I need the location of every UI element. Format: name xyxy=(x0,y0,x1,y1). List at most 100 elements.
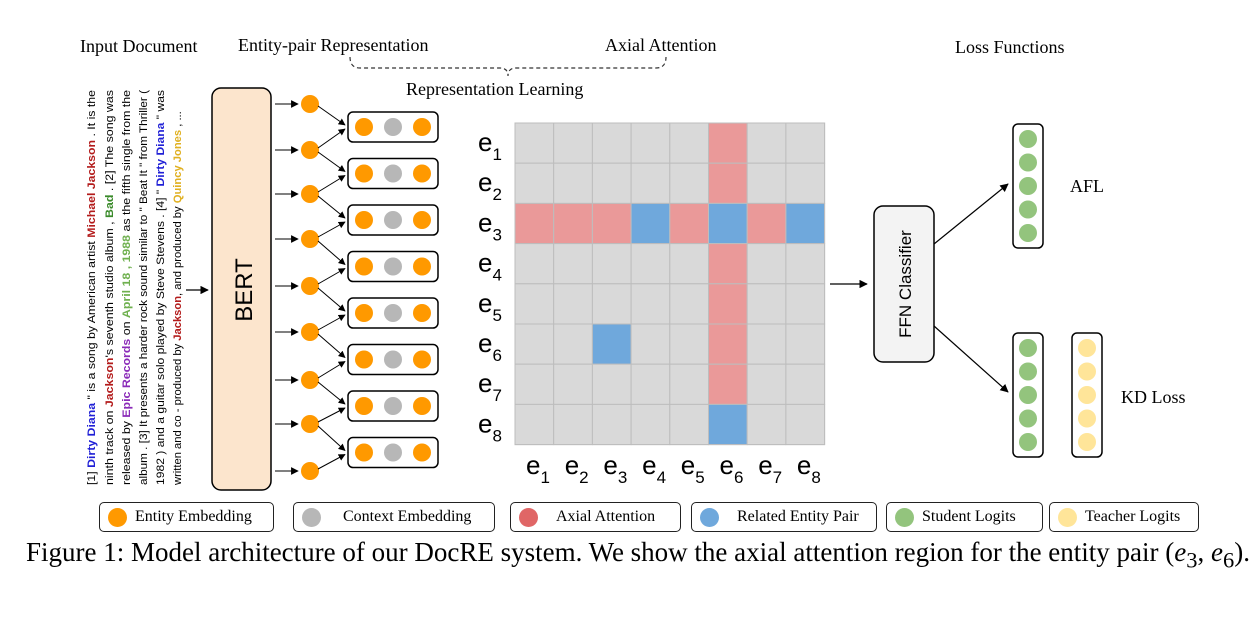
matrix-cell xyxy=(514,243,555,285)
col-label-base: e xyxy=(603,450,617,480)
afl-student-logits-dot xyxy=(1019,153,1037,172)
col-label-sub: 3 xyxy=(618,468,627,487)
document-text-segment: , and produced by xyxy=(172,203,184,296)
axial-attention-matrix xyxy=(514,122,826,446)
document-text-segment: [1] xyxy=(86,468,98,485)
legend-item: Entity Embedding xyxy=(99,502,274,532)
entity-to-pair-arrow xyxy=(317,333,346,358)
pair-entity-dot xyxy=(413,304,431,322)
matrix-cell xyxy=(746,162,787,204)
pair-entity-dot xyxy=(413,257,431,276)
pair-context-dot xyxy=(384,350,402,369)
row-label-base: e xyxy=(478,328,492,358)
matrix-row-label: e3 xyxy=(478,207,502,244)
matrix-row-label: e7 xyxy=(478,368,502,405)
matrix-row-label: e8 xyxy=(478,408,502,445)
matrix-cell xyxy=(669,283,709,325)
header-entity-pair-representation: Entity-pair Representation xyxy=(238,35,428,55)
matrix-cell xyxy=(514,363,555,405)
matrix-cell xyxy=(708,243,748,285)
legend-item: Related Entity Pair xyxy=(691,502,877,532)
matrix-cell xyxy=(630,122,671,164)
matrix-cell xyxy=(553,202,593,245)
pair-entity-dot xyxy=(355,304,373,322)
matrix-cell xyxy=(669,202,709,245)
entity-embedding-dot xyxy=(301,185,319,203)
entity-to-pair-arrow xyxy=(317,425,346,451)
document-entity-mention: Jackson xyxy=(104,357,116,407)
matrix-cell xyxy=(553,403,593,446)
matrix-cell xyxy=(514,403,555,446)
ffn-classifier-label: FFN Classifier xyxy=(896,230,915,338)
matrix-cell xyxy=(785,243,826,285)
document-text-segment: . [2] The song was xyxy=(104,90,116,195)
matrix-cell xyxy=(708,283,748,325)
entity-to-pair-arrow xyxy=(317,268,346,285)
entity-embedding-dot xyxy=(301,277,319,295)
document-text-segment: 's seventh studio album , xyxy=(104,218,116,358)
afl-student-logits-dot xyxy=(1019,224,1037,242)
matrix-row-label: e6 xyxy=(478,328,502,365)
entity-to-pair-arrow xyxy=(317,240,346,265)
matrix-cell xyxy=(553,162,593,204)
col-label-base: e xyxy=(526,450,540,480)
legend-swatch xyxy=(108,507,127,527)
row-label-sub: 6 xyxy=(492,346,501,365)
pair-entity-dot xyxy=(413,443,431,462)
matrix-col-label: e5 xyxy=(681,450,705,487)
matrix-cell xyxy=(746,202,787,245)
entity-to-pair-arrow xyxy=(317,195,346,219)
legend-swatch xyxy=(895,507,914,527)
legend-label: Teacher Logits xyxy=(1085,508,1181,525)
col-label-sub: 4 xyxy=(657,468,666,487)
document-text-segment: " was xyxy=(155,90,167,123)
kd-loss-label: KD Loss xyxy=(1121,387,1186,407)
matrix-col-label: e3 xyxy=(603,450,627,487)
pair-entity-dot xyxy=(413,118,431,136)
pair-context-dot xyxy=(384,397,402,415)
pair-entity-dot xyxy=(413,350,431,369)
matrix-cell xyxy=(785,162,826,204)
kd-teacher-logits-dot xyxy=(1078,386,1096,404)
ffn-to-kd-arrow xyxy=(933,325,1009,393)
entity-to-pair-arrow xyxy=(317,314,346,331)
document-text-segment: as the fifth single from the xyxy=(121,90,133,235)
pair-context-dot xyxy=(384,211,402,229)
pair-entity-dot xyxy=(355,118,373,136)
pair-context-dot xyxy=(384,257,402,276)
col-label-base: e xyxy=(681,450,695,480)
entity-to-pair-arrow xyxy=(317,381,346,405)
figure-caption: Figure 1: Model architecture of our DocR… xyxy=(26,537,1250,573)
pair-entity-dot xyxy=(355,211,373,229)
caption-suffix: ). xyxy=(1234,537,1250,567)
document-entity-mention: April 18 , 1988 xyxy=(121,235,133,318)
col-label-base: e xyxy=(565,450,579,480)
legend-item: Context Embedding xyxy=(293,502,495,532)
row-label-sub: 5 xyxy=(492,306,501,325)
pair-entity-dot xyxy=(355,443,373,462)
col-label-sub: 6 xyxy=(734,468,743,487)
row-label-base: e xyxy=(478,167,492,197)
matrix-cell xyxy=(785,283,826,325)
document-entity-mention: Michael Jackson xyxy=(86,140,98,238)
entity-to-pair-arrow xyxy=(317,175,346,193)
matrix-cell xyxy=(630,363,671,405)
legend-item: Student Logits xyxy=(886,502,1043,532)
entity-to-pair-arrow xyxy=(317,105,346,126)
kd-teacher-logits-dot xyxy=(1078,339,1096,357)
kd-student-logits-dot xyxy=(1019,362,1037,381)
row-label-sub: 8 xyxy=(492,426,501,445)
pair-context-dot xyxy=(384,443,402,462)
document-entity-mention: Dirty Diana xyxy=(86,402,98,468)
caption-prefix: Figure 1: Model architecture of our DocR… xyxy=(26,537,1175,567)
document-text-segment: album . [3] It presents a harder rock so… xyxy=(138,90,150,485)
document-line: 1982 ) and a guitar solo played by Steve… xyxy=(155,90,167,485)
col-label-base: e xyxy=(720,450,734,480)
matrix-cell xyxy=(708,162,748,204)
matrix-cell xyxy=(785,363,826,405)
document-line: [1] Dirty Diana " is a song by American … xyxy=(86,90,98,485)
col-label-sub: 7 xyxy=(773,468,782,487)
matrix-cell xyxy=(708,403,748,446)
document-text-segment: " is a song by American artist xyxy=(86,238,98,403)
